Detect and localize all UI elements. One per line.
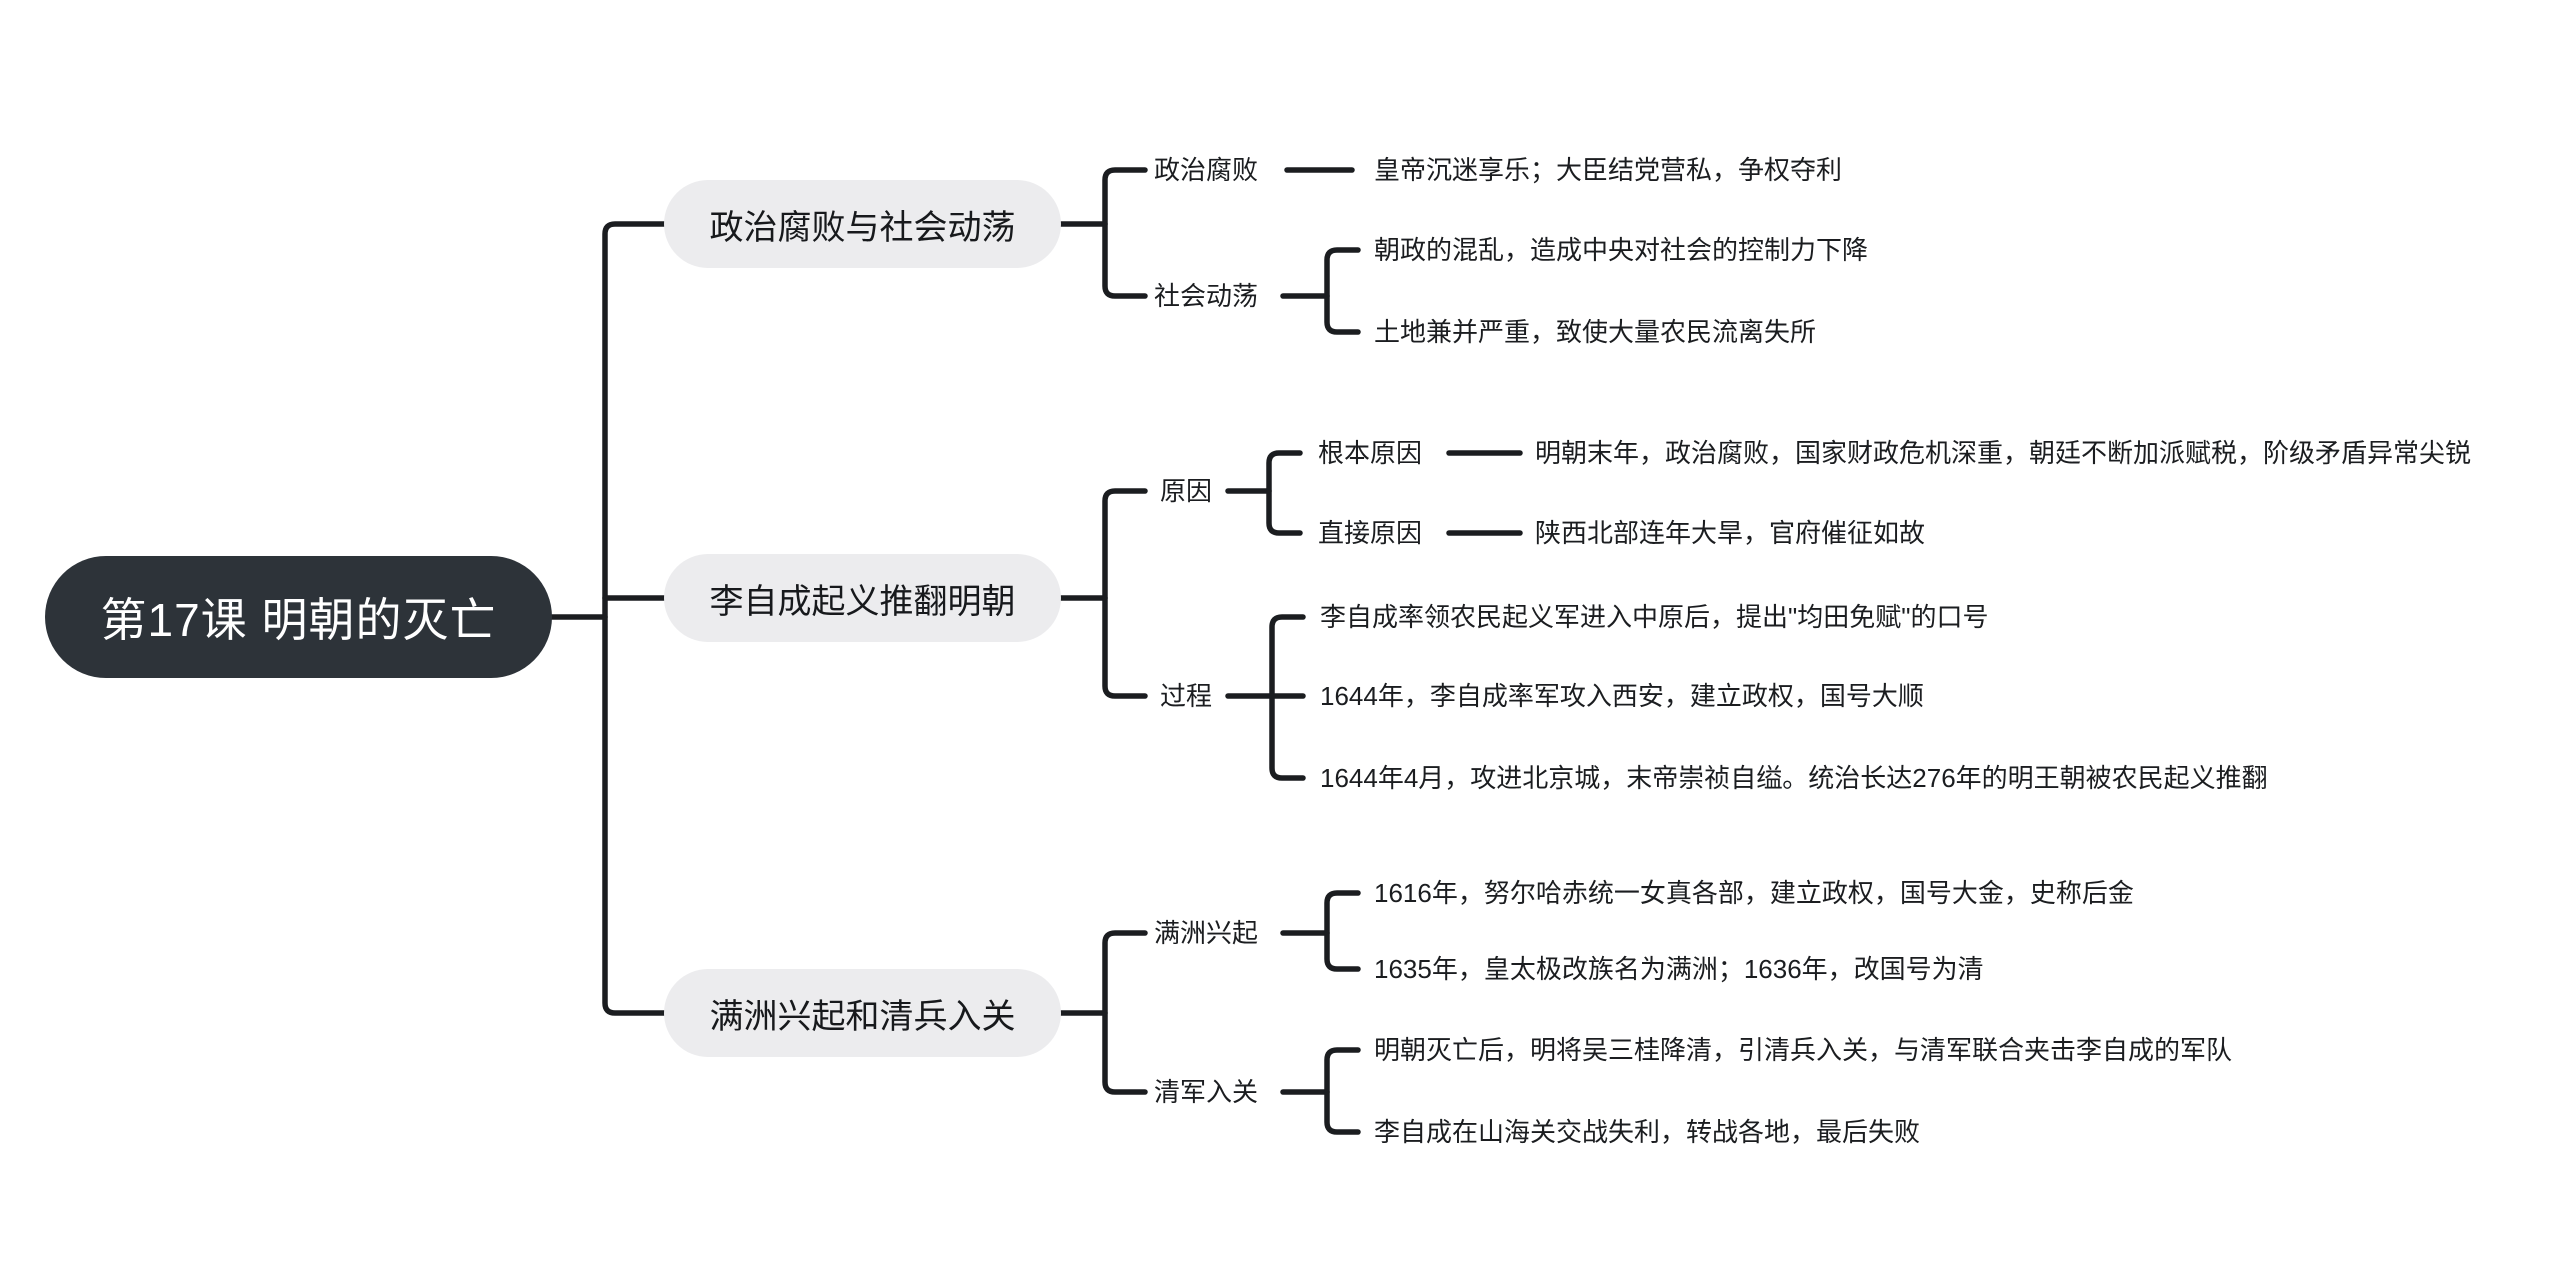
subtopic-label-process[interactable]: 过程 — [1160, 680, 1213, 711]
branch-node-manchu-rise[interactable]: 满洲兴起和清兵入关 — [664, 969, 1061, 1057]
leaf-text[interactable]: 1644年4月，攻进北京城，末帝崇祯自缢。统治长达276年的明王朝被农民起义推翻 — [1320, 762, 2268, 793]
subtopic-label-manchu-rise[interactable]: 满洲兴起 — [1154, 917, 1259, 948]
leaf-text[interactable]: 明朝末年，政治腐败，国家财政危机深重，朝廷不断加派赋税，阶级矛盾异常尖锐 — [1535, 437, 2472, 468]
leaf-text[interactable]: 李自成率领农民起义军进入中原后，提出"均田免赋"的口号 — [1320, 601, 1989, 632]
leaf-text[interactable]: 陕西北部连年大旱，官府催征如故 — [1535, 517, 1926, 548]
leaf-text[interactable]: 朝政的混乱，造成中央对社会的控制力下降 — [1374, 234, 1869, 265]
subtopic-label-social-unrest[interactable]: 社会动荡 — [1154, 280, 1259, 311]
detail-label-root-cause[interactable]: 根本原因 — [1318, 437, 1423, 468]
leaf-text[interactable]: 1644年，李自成率军攻入西安，建立政权，国号大顺 — [1320, 680, 1924, 711]
subtopic-label-qing-army-enters[interactable]: 清军入关 — [1154, 1076, 1259, 1107]
leaf-text[interactable]: 土地兼并严重，致使大量农民流离失所 — [1374, 316, 1817, 347]
leaf-text[interactable]: 皇帝沉迷享乐；大臣结党营私，争权夺利 — [1374, 154, 1843, 185]
leaf-text[interactable]: 李自成在山海关交战失利，转战各地，最后失败 — [1374, 1116, 1921, 1147]
leaf-text[interactable]: 1616年，努尔哈赤统一女真各部，建立政权，国号大金，史称后金 — [1374, 877, 2134, 908]
leaf-text[interactable]: 明朝灭亡后，明将吴三桂降清，引清兵入关，与清军联合夹击李自成的军队 — [1374, 1034, 2233, 1065]
branch-node-li-zicheng-uprising[interactable]: 李自成起义推翻明朝 — [664, 554, 1061, 642]
root-node[interactable]: 第17课 明朝的灭亡 — [45, 556, 552, 678]
leaf-text[interactable]: 1635年，皇太极改族名为满洲；1636年，改国号为清 — [1374, 953, 1984, 984]
detail-label-direct-cause[interactable]: 直接原因 — [1318, 517, 1423, 548]
subtopic-label-causes[interactable]: 原因 — [1160, 475, 1213, 506]
branch-node-political-corruption[interactable]: 政治腐败与社会动荡 — [664, 180, 1061, 268]
subtopic-label-political-corruption[interactable]: 政治腐败 — [1154, 154, 1259, 185]
